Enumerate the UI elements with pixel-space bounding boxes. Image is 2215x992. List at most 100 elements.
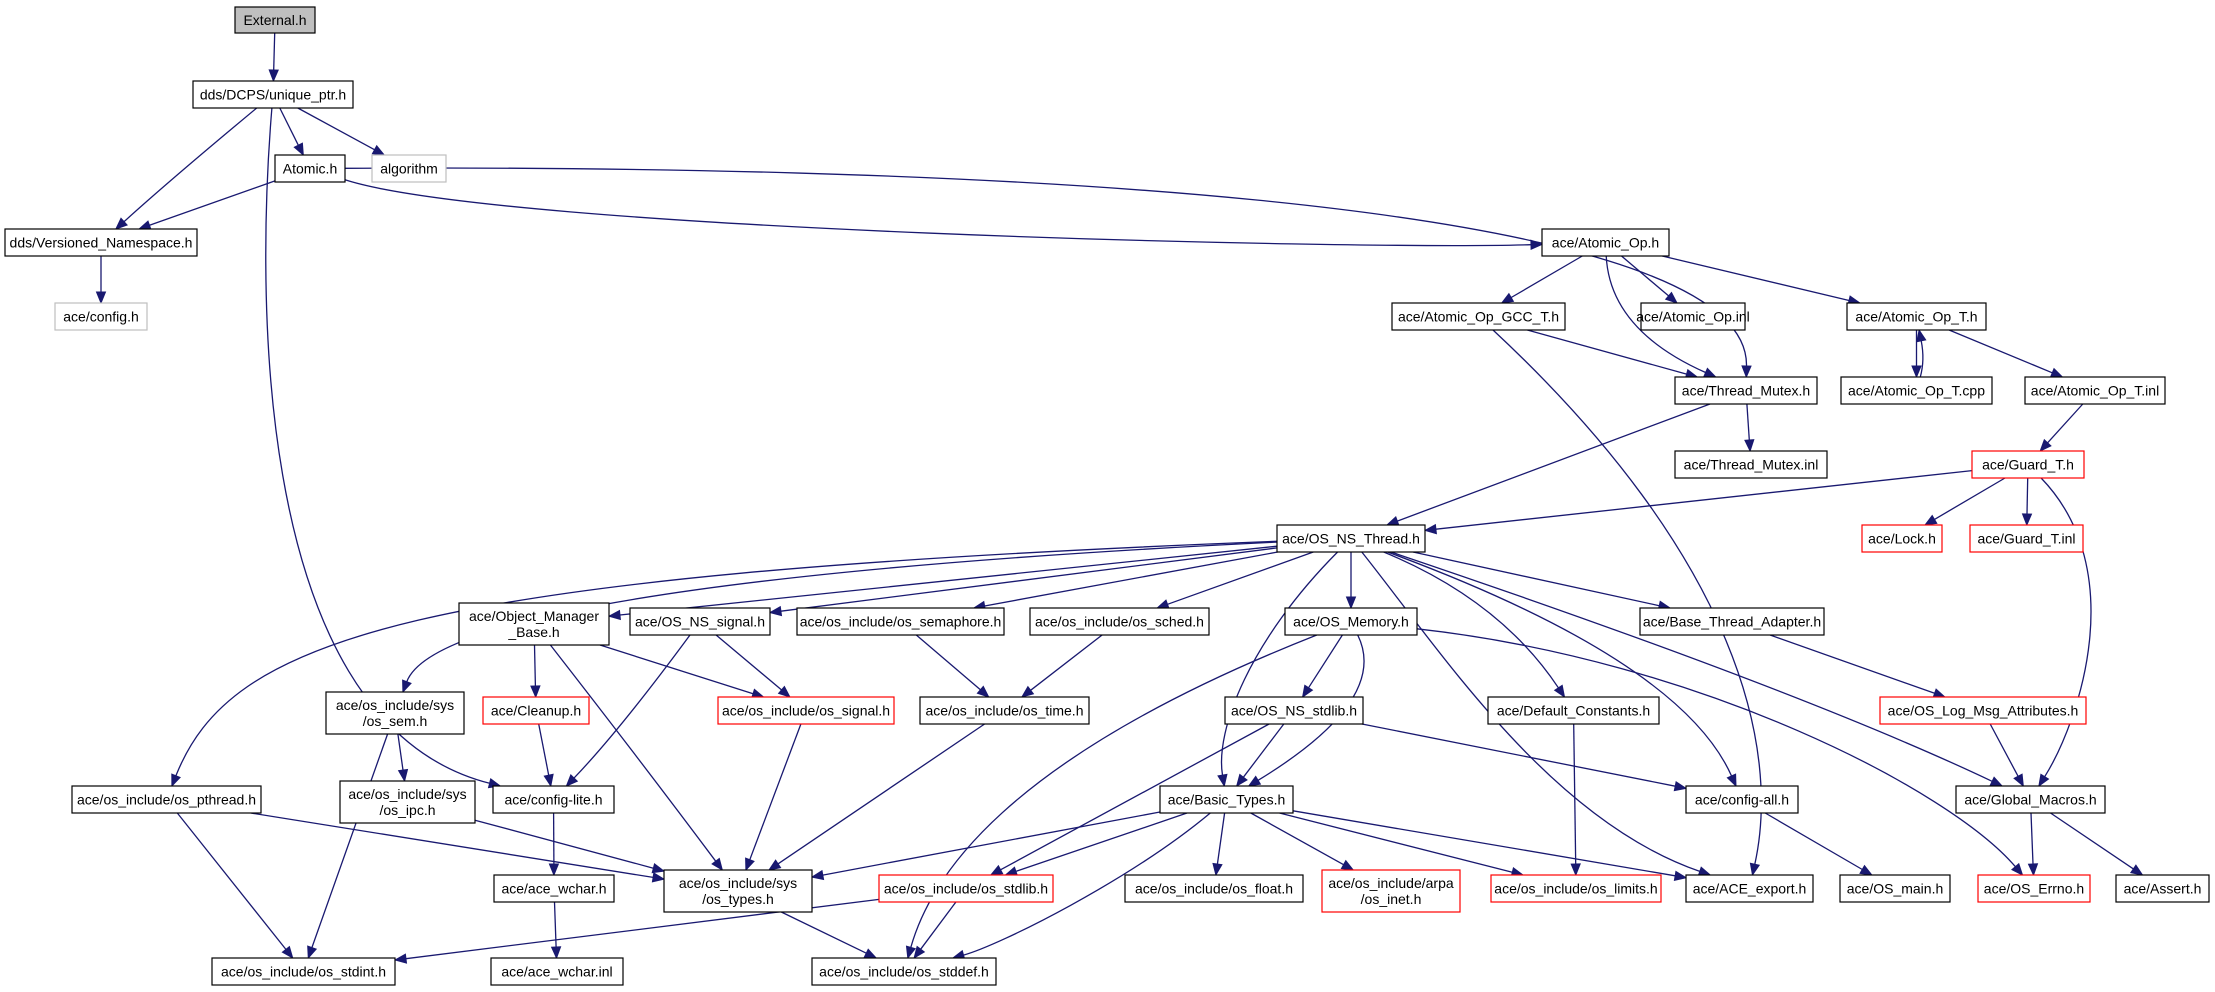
arrowhead-icon — [548, 863, 560, 877]
edge-os-time-h-to-sys-os-types-h — [767, 723, 985, 871]
arrowhead-icon — [777, 685, 791, 698]
node-os-ns-stdlib-h[interactable]: ace/OS_NS_stdlib.h — [1224, 696, 1364, 725]
arrowhead-icon — [1217, 773, 1228, 788]
node-os-ns-signal-h[interactable]: ace/OS_NS_signal.h — [629, 607, 771, 636]
edge-unique-ptr-h-to-config-lite-h — [265, 107, 502, 789]
node-label: ace/Object_Manager — [469, 608, 599, 624]
node-arpa-os-inet-h[interactable]: ace/os_include/arpa/os_inet.h — [1321, 869, 1461, 913]
node-os-sched-h[interactable]: ace/os_include/os_sched.h — [1029, 607, 1210, 636]
edges-layer — [95, 32, 2144, 964]
arrowhead-icon — [1664, 291, 1679, 304]
edge-object-manager-base-h-to-cleanup-h — [530, 644, 541, 699]
node-os-semaphore-h[interactable]: ace/os_include/os_semaphore.h — [796, 607, 1005, 636]
node-box — [1839, 874, 1951, 903]
node-atomic-h[interactable]: Atomic.h — [274, 154, 346, 183]
arrowhead-icon — [863, 948, 878, 959]
node-object-manager-base-h[interactable]: ace/Object_Manager_Base.h — [458, 602, 610, 646]
edge-versioned-ns-h-to-ace-config-h — [95, 256, 107, 305]
node-atomic-op-gcc-t-h[interactable]: ace/Atomic_Op_GCC_T.h — [1391, 302, 1566, 331]
node-os-stdlib-h[interactable]: ace/os_include/os_stdlib.h — [878, 874, 1054, 903]
arrowhead-icon — [397, 768, 409, 783]
node-versioned-ns-h[interactable]: dds/Versioned_Namespace.h — [4, 228, 198, 257]
edge-atomic-op-t-h-to-atomic-op-t-inl — [1948, 329, 2064, 378]
edge-object-manager-base-h-to-sys-os-types-h — [549, 644, 724, 872]
node-os-pthread-h[interactable]: ace/os_include/os_pthread.h — [71, 785, 262, 814]
node-atomic-op-t-cpp[interactable]: ace/Atomic_Op_T.cpp — [1840, 376, 1993, 405]
arrowhead-icon — [2027, 863, 2039, 877]
node-os-memory-h[interactable]: ace/OS_Memory.h — [1284, 607, 1418, 636]
arrowhead-icon — [913, 945, 926, 960]
node-box — [919, 696, 1090, 725]
node-os-float-h[interactable]: ace/os_include/os_float.h — [1124, 874, 1304, 903]
node-thread-mutex-h[interactable]: ace/Thread_Mutex.h — [1674, 376, 1818, 405]
arrowhead-icon — [2129, 864, 2144, 876]
node-assert-h[interactable]: ace/Assert.h — [2115, 874, 2210, 903]
node-os-time-h[interactable]: ace/os_include/os_time.h — [919, 696, 1090, 725]
arrowhead-icon — [905, 945, 917, 960]
node-box — [482, 696, 590, 725]
node-ace-wchar-inl[interactable]: ace/ace_wchar.inl — [490, 957, 624, 986]
node-thread-mutex-inl[interactable]: ace/Thread_Mutex.inl — [1674, 450, 1828, 479]
node-default-constants-h[interactable]: ace/Default_Constants.h — [1487, 696, 1660, 725]
edge-basic-types-h-to-os-float-h — [1212, 812, 1226, 877]
node-atomic-op-t-h[interactable]: ace/Atomic_Op_T.h — [1846, 302, 1987, 331]
edge-atomic-h-to-versioned-ns-h — [137, 180, 276, 231]
node-os-limits-h[interactable]: ace/os_include/os_limits.h — [1490, 874, 1662, 903]
node-os-log-msg-attributes-h[interactable]: ace/OS_Log_Msg_Attributes.h — [1879, 696, 2087, 725]
edge-os-pthread-h-to-sys-os-types-h — [250, 812, 666, 883]
node-label: ace/OS_NS_signal.h — [635, 614, 765, 630]
node-box — [1861, 524, 1943, 553]
node-sys-os-ipc-h[interactable]: ace/os_include/sys/os_ipc.h — [339, 780, 476, 824]
node-os-ns-thread-h[interactable]: ace/OS_NS_Thread.h — [1276, 524, 1426, 553]
node-ace-export-h[interactable]: ace/ACE_export.h — [1685, 874, 1814, 903]
node-sys-os-sem-h[interactable]: ace/os_include/sys/os_sem.h — [325, 691, 465, 735]
arrowhead-icon — [281, 945, 294, 960]
node-box — [1879, 696, 2087, 725]
node-label: ace/Assert.h — [2124, 881, 2202, 897]
node-sys-os-types-h[interactable]: ace/os_include/sys/os_types.h — [663, 869, 813, 913]
arrowhead-icon — [1859, 864, 1873, 876]
node-label: ace/OS_main.h — [1847, 881, 1944, 897]
edge-os-ns-signal-h-to-os-signal-h — [715, 634, 791, 698]
node-guard-t-h[interactable]: ace/Guard_T.h — [1971, 450, 2085, 479]
node-label: ace/OS_NS_Thread.h — [1282, 531, 1420, 547]
node-label: ace/os_include/os_stdint.h — [221, 964, 386, 980]
node-box — [1685, 874, 1814, 903]
node-os-signal-h[interactable]: ace/os_include/os_signal.h — [717, 696, 895, 725]
edge-base-thread-adapter-h-to-os-log-msg-attributes-h — [1769, 634, 1947, 699]
node-external-h[interactable]: External.h — [234, 6, 316, 34]
node-base-thread-adapter-h[interactable]: ace/Base_Thread_Adapter.h — [1639, 607, 1825, 636]
node-label: /os_sem.h — [363, 713, 428, 729]
node-atomic-op-h[interactable]: ace/Atomic_Op.h — [1541, 228, 1670, 257]
edge-basic-types-h-to-sys-os-types-h — [810, 811, 1161, 881]
arrowhead-icon — [1340, 859, 1355, 871]
node-box — [2024, 376, 2166, 405]
arrowhead-icon — [402, 679, 412, 694]
node-config-all-h[interactable]: ace/config-all.h — [1685, 785, 1799, 814]
edge-os-ns-thread-h-to-basic-types-h — [1217, 551, 1339, 788]
edge-atomic-h-to-thread-mutex-h — [344, 167, 1752, 379]
arrowhead-icon — [2039, 438, 2052, 452]
arrowhead-icon — [1673, 870, 1688, 881]
node-global-macros-h[interactable]: ace/Global_Macros.h — [1955, 785, 2106, 814]
node-atomic-op-inl[interactable]: ace/Atomic_Op.inl — [1636, 302, 1750, 331]
node-basic-types-h[interactable]: ace/Basic_Types.h — [1159, 785, 1294, 814]
node-unique-ptr-h[interactable]: dds/DCPS/unique_ptr.h — [192, 80, 354, 109]
node-cleanup-h[interactable]: ace/Cleanup.h — [482, 696, 590, 725]
node-config-lite-h[interactable]: ace/config-lite.h — [492, 785, 615, 814]
node-os-errno-h[interactable]: ace/OS_Errno.h — [1977, 874, 2091, 903]
node-lock-h[interactable]: ace/Lock.h — [1861, 524, 1943, 553]
arrowhead-icon — [1020, 685, 1035, 698]
arrowhead-icon — [1423, 523, 1437, 535]
node-os-stddef-h[interactable]: ace/os_include/os_stddef.h — [811, 957, 997, 986]
node-atomic-op-t-inl[interactable]: ace/Atomic_Op_T.inl — [2024, 376, 2166, 405]
edge-os-ns-signal-h-to-config-lite-h — [565, 634, 691, 787]
node-box — [796, 607, 1005, 636]
node-label: ace/Atomic_Op.h — [1552, 235, 1659, 251]
arrowhead-icon — [1155, 599, 1170, 610]
node-os-main-h[interactable]: ace/OS_main.h — [1839, 874, 1951, 903]
node-os-stdint-h[interactable]: ace/os_include/os_stdint.h — [211, 957, 396, 986]
node-guard-t-inl[interactable]: ace/Guard_T.inl — [1969, 524, 2084, 553]
node-ace-wchar-h[interactable]: ace/ace_wchar.h — [493, 874, 615, 903]
arrowhead-icon — [543, 773, 554, 788]
